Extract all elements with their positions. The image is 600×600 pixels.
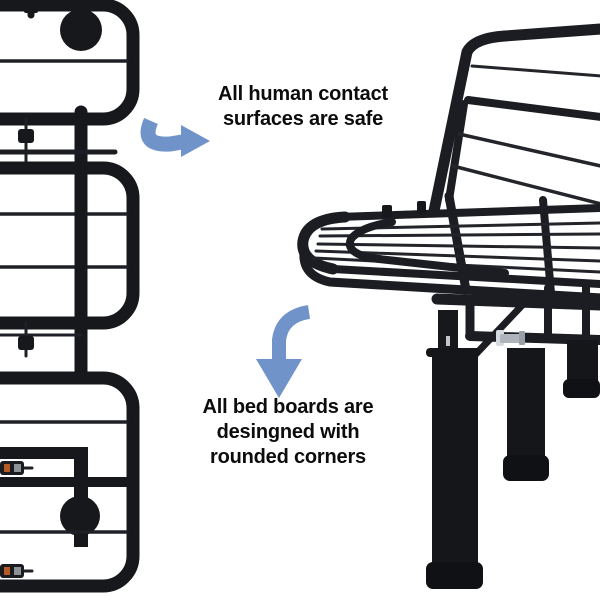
silver-bolt [496, 330, 525, 346]
frame-clamp [18, 129, 34, 143]
raised-head-section [428, 23, 600, 217]
folded-frame-section-top [0, 0, 140, 126]
under-frame [431, 282, 600, 360]
middle-leg [507, 348, 545, 460]
middle-leg-foot-cap [503, 455, 549, 481]
callout-arrows [140, 117, 311, 398]
bolt-clamp [0, 564, 34, 578]
platform-deck [297, 191, 600, 303]
frame-clamp [18, 336, 34, 350]
curved-right-arrow-icon [140, 117, 210, 157]
diagonal-brace [470, 293, 534, 360]
front-leg [432, 352, 478, 567]
bed-legs [426, 340, 600, 589]
bottom-annotation-text: All bed boards are desingned with rounde… [202, 396, 374, 468]
back-leg-foot-cap [563, 379, 600, 398]
back-leg [567, 340, 598, 383]
folded-bed-frame-illustration [0, 0, 140, 593]
folded-frame-section-middle [0, 161, 140, 330]
folded-leg-disc [60, 496, 100, 536]
folded-leg-tube [345, 218, 509, 277]
top-annotation-text: All human contact surfaces are safe [218, 83, 388, 130]
front-leg-foot-cap [426, 562, 483, 589]
square-support-tube [438, 310, 458, 356]
folded-leg-disc [60, 9, 102, 51]
folded-frame-section-bottom [0, 371, 140, 593]
curved-down-arrow-icon [256, 305, 311, 398]
assembled-bed-frame-illustration [297, 23, 600, 589]
bolt-clamp [0, 461, 34, 475]
